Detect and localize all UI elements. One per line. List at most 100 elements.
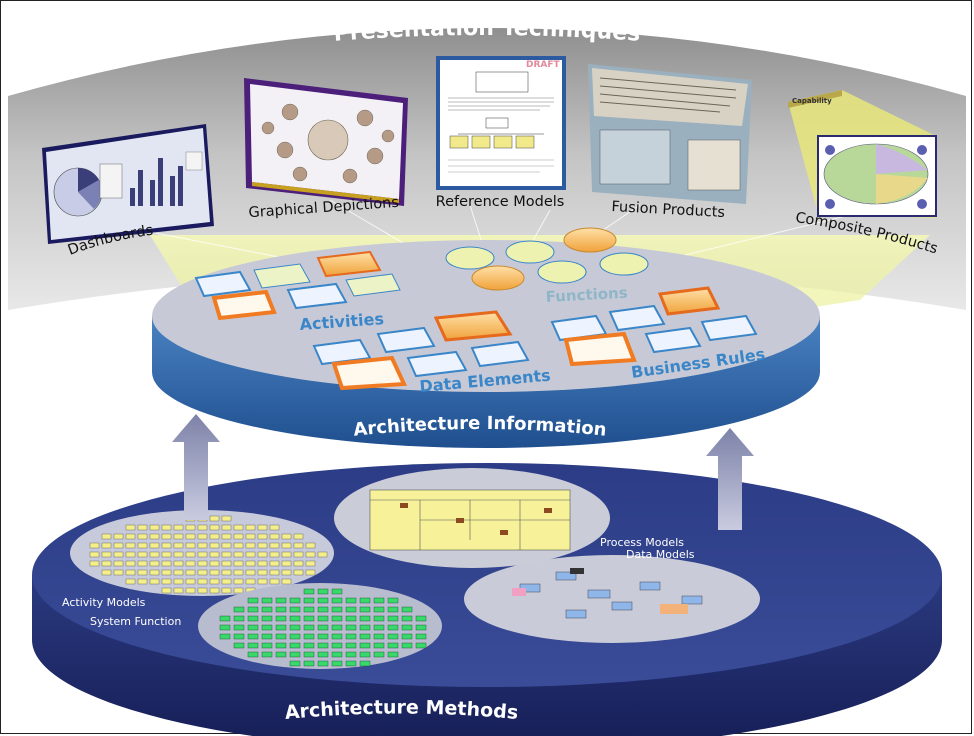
activity-model-tile bbox=[137, 578, 148, 585]
activity-model-tile bbox=[161, 560, 172, 567]
activity-model-tile bbox=[149, 551, 160, 558]
activity-model-tile bbox=[197, 569, 208, 576]
activity-model-tile bbox=[257, 560, 268, 567]
activity-model-tile bbox=[209, 533, 220, 540]
system-function-tile bbox=[415, 624, 427, 631]
system-function-tile bbox=[275, 651, 287, 658]
system-function-tile bbox=[289, 615, 301, 622]
activity-model-tile bbox=[209, 515, 220, 522]
activity-models-bubble bbox=[70, 510, 334, 596]
activity-model-tile bbox=[161, 533, 172, 540]
system-function-tile bbox=[345, 624, 357, 631]
functions-label: Functions bbox=[545, 284, 628, 306]
system-function-tile bbox=[359, 651, 371, 658]
activity-model-tile bbox=[305, 569, 316, 576]
system-function-tile bbox=[401, 642, 413, 649]
activity-model-tile bbox=[125, 578, 136, 585]
activity-model-tile bbox=[293, 533, 304, 540]
activity-model-tile bbox=[197, 578, 208, 585]
system-function-tile bbox=[219, 615, 231, 622]
system-function-tile bbox=[331, 624, 343, 631]
system-function-tile bbox=[345, 606, 357, 613]
activity-model-tile bbox=[293, 569, 304, 576]
activity-model-tile bbox=[221, 533, 232, 540]
system-function-tile bbox=[219, 633, 231, 640]
system-function-tile bbox=[387, 606, 399, 613]
arrow-up-left bbox=[172, 414, 220, 520]
system-function-tile bbox=[289, 624, 301, 631]
activity-model-tile bbox=[173, 587, 184, 594]
system-function-tile bbox=[247, 615, 259, 622]
activity-model-tile bbox=[245, 578, 256, 585]
system-function-tile bbox=[247, 597, 259, 604]
system-function-tile bbox=[261, 606, 273, 613]
system-function-tile bbox=[415, 615, 427, 622]
system-function-tile bbox=[373, 597, 385, 604]
activity-model-tile bbox=[173, 569, 184, 576]
system-function-tile bbox=[387, 597, 399, 604]
activity-model-tile bbox=[101, 569, 112, 576]
system-function-tile bbox=[401, 606, 413, 613]
activity-model-tile bbox=[185, 542, 196, 549]
activity-model-tile bbox=[317, 551, 328, 558]
activity-model-tile bbox=[185, 587, 196, 594]
activity-model-tile bbox=[161, 551, 172, 558]
system-function-tile bbox=[373, 633, 385, 640]
system-function-tile bbox=[359, 642, 371, 649]
activity-model-tile bbox=[125, 560, 136, 567]
activity-model-tile bbox=[233, 551, 244, 558]
activity-model-tile bbox=[305, 551, 316, 558]
system-function-tile bbox=[275, 597, 287, 604]
activity-model-tile bbox=[125, 551, 136, 558]
system-function-tile bbox=[345, 660, 357, 667]
activity-model-tile bbox=[233, 524, 244, 531]
activity-model-tile bbox=[89, 560, 100, 567]
system-function-tile bbox=[233, 633, 245, 640]
activity-model-tile bbox=[221, 542, 232, 549]
capability-label: Capability bbox=[792, 97, 832, 105]
activity-model-tile bbox=[173, 560, 184, 567]
activity-model-tile bbox=[185, 524, 196, 531]
activity-model-tile bbox=[233, 569, 244, 576]
system-function-tile bbox=[415, 633, 427, 640]
activity-model-tile bbox=[281, 569, 292, 576]
process-models-label: Process Models bbox=[600, 536, 684, 549]
activity-model-tile bbox=[137, 551, 148, 558]
system-function-tile bbox=[247, 651, 259, 658]
system-function-tile bbox=[387, 615, 399, 622]
system-function-tile bbox=[317, 597, 329, 604]
system-function-tile bbox=[317, 660, 329, 667]
activity-model-tile bbox=[221, 524, 232, 531]
activity-model-tile bbox=[113, 569, 124, 576]
activity-model-tile bbox=[161, 524, 172, 531]
activity-model-tile bbox=[89, 542, 100, 549]
system-function-tile bbox=[303, 606, 315, 613]
activity-model-tile bbox=[269, 551, 280, 558]
system-function-tile bbox=[233, 642, 245, 649]
system-function-tile bbox=[317, 615, 329, 622]
system-function-tile bbox=[317, 624, 329, 631]
activity-model-tile bbox=[281, 560, 292, 567]
activity-model-tile bbox=[233, 578, 244, 585]
activity-model-tile bbox=[137, 533, 148, 540]
system-function-tile bbox=[331, 642, 343, 649]
activity-model-tile bbox=[209, 569, 220, 576]
system-function-bubble bbox=[198, 583, 442, 669]
reference-models-thumbnail: DRAFT bbox=[436, 56, 566, 190]
activity-model-tile bbox=[197, 560, 208, 567]
system-function-tile bbox=[317, 642, 329, 649]
activity-model-tile bbox=[221, 587, 232, 594]
data-element-tiles bbox=[312, 310, 530, 391]
activity-model-tile bbox=[101, 533, 112, 540]
activity-model-tile bbox=[173, 542, 184, 549]
system-function-tile bbox=[233, 615, 245, 622]
activity-model-tile bbox=[233, 587, 244, 594]
system-function-tile bbox=[331, 615, 343, 622]
technique-label-fusion-products: Fusion Products bbox=[611, 199, 725, 221]
activity-model-tile bbox=[113, 551, 124, 558]
activity-model-tile bbox=[185, 560, 196, 567]
activity-model-tile bbox=[209, 560, 220, 567]
system-function-tile bbox=[247, 606, 259, 613]
activity-model-tile bbox=[233, 542, 244, 549]
system-function-tile bbox=[261, 615, 273, 622]
